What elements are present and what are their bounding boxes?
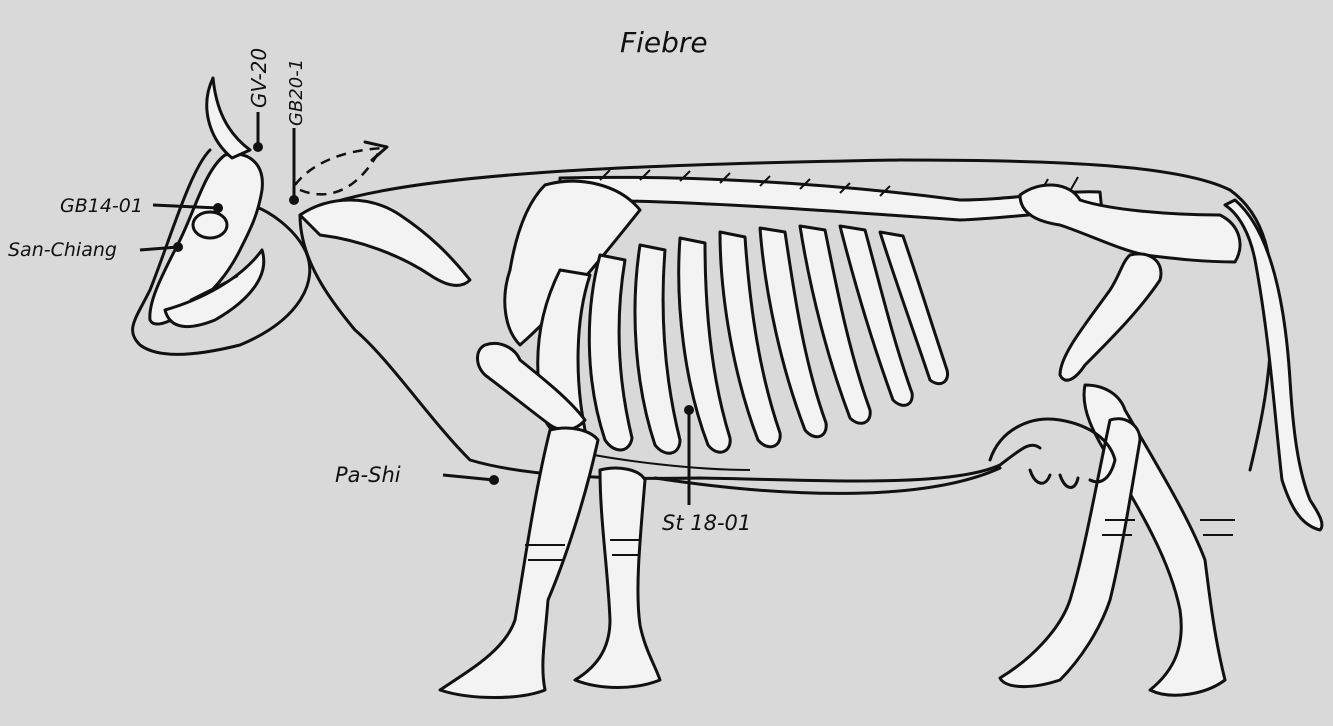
front-leg-left [440, 428, 598, 697]
leader-pa-shi [443, 475, 494, 480]
label-gb20: GB20-1 [286, 59, 307, 126]
label-san-chiang: San-Chiang [8, 239, 117, 261]
label-gb14: GB14-01 [60, 195, 143, 217]
neck-vertebrae [300, 200, 470, 285]
label-st18: St 18-01 [662, 511, 751, 535]
horn [207, 78, 250, 158]
dashed-arrow-head [365, 142, 387, 160]
femur [1060, 254, 1161, 380]
label-pa-shi: Pa-Shi [335, 463, 401, 487]
diagram-title: Fiebre [620, 26, 708, 59]
pelvis [1020, 185, 1240, 262]
ribcage [538, 226, 948, 453]
front-leg-right [575, 468, 660, 687]
hind-leg-right [1000, 419, 1140, 687]
leader-san-chiang [140, 247, 178, 250]
label-gv20: GV-20 [247, 48, 271, 108]
dashed-arrow [295, 148, 385, 194]
eye-orbit [193, 212, 227, 238]
